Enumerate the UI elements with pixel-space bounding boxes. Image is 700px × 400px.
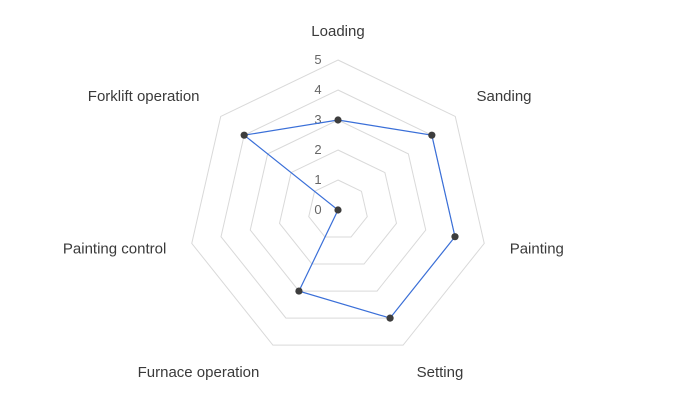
tick-label-2: 2 bbox=[314, 142, 321, 157]
tick-label-0: 0 bbox=[314, 202, 321, 217]
tick-label-1: 1 bbox=[314, 172, 321, 187]
grid-ring-1 bbox=[308, 179, 368, 238]
data-point-painting-control bbox=[334, 206, 342, 214]
tick-label-4: 4 bbox=[314, 82, 321, 97]
tick-labels: 0 1 2 3 4 5 bbox=[314, 52, 321, 217]
tick-label-3: 3 bbox=[314, 112, 321, 127]
grid-ring-3 bbox=[249, 119, 427, 292]
tick-label-5: 5 bbox=[314, 52, 321, 67]
axis-label-painting: Painting bbox=[510, 240, 564, 257]
data-point-loading bbox=[334, 116, 342, 124]
data-point-forklift-operation bbox=[240, 131, 248, 139]
axis-label-forklift-operation: Forklift operation bbox=[88, 88, 200, 105]
axis-label-sanding: Sanding bbox=[476, 88, 531, 105]
series bbox=[240, 116, 459, 322]
data-point-painting bbox=[451, 233, 459, 241]
grid-ring-5 bbox=[191, 59, 485, 346]
data-point-sanding bbox=[428, 131, 436, 139]
grid-ring-2 bbox=[278, 149, 398, 265]
data-point-setting bbox=[386, 314, 394, 322]
axis-label-furnace-operation: Furnace operation bbox=[138, 364, 260, 381]
axis-label-loading: Loading bbox=[311, 23, 364, 40]
series-line-0 bbox=[242, 119, 456, 319]
axis-label-setting: Setting bbox=[417, 364, 464, 381]
axis-label-painting-control: Painting control bbox=[63, 240, 166, 257]
data-point-furnace-operation bbox=[295, 287, 303, 295]
